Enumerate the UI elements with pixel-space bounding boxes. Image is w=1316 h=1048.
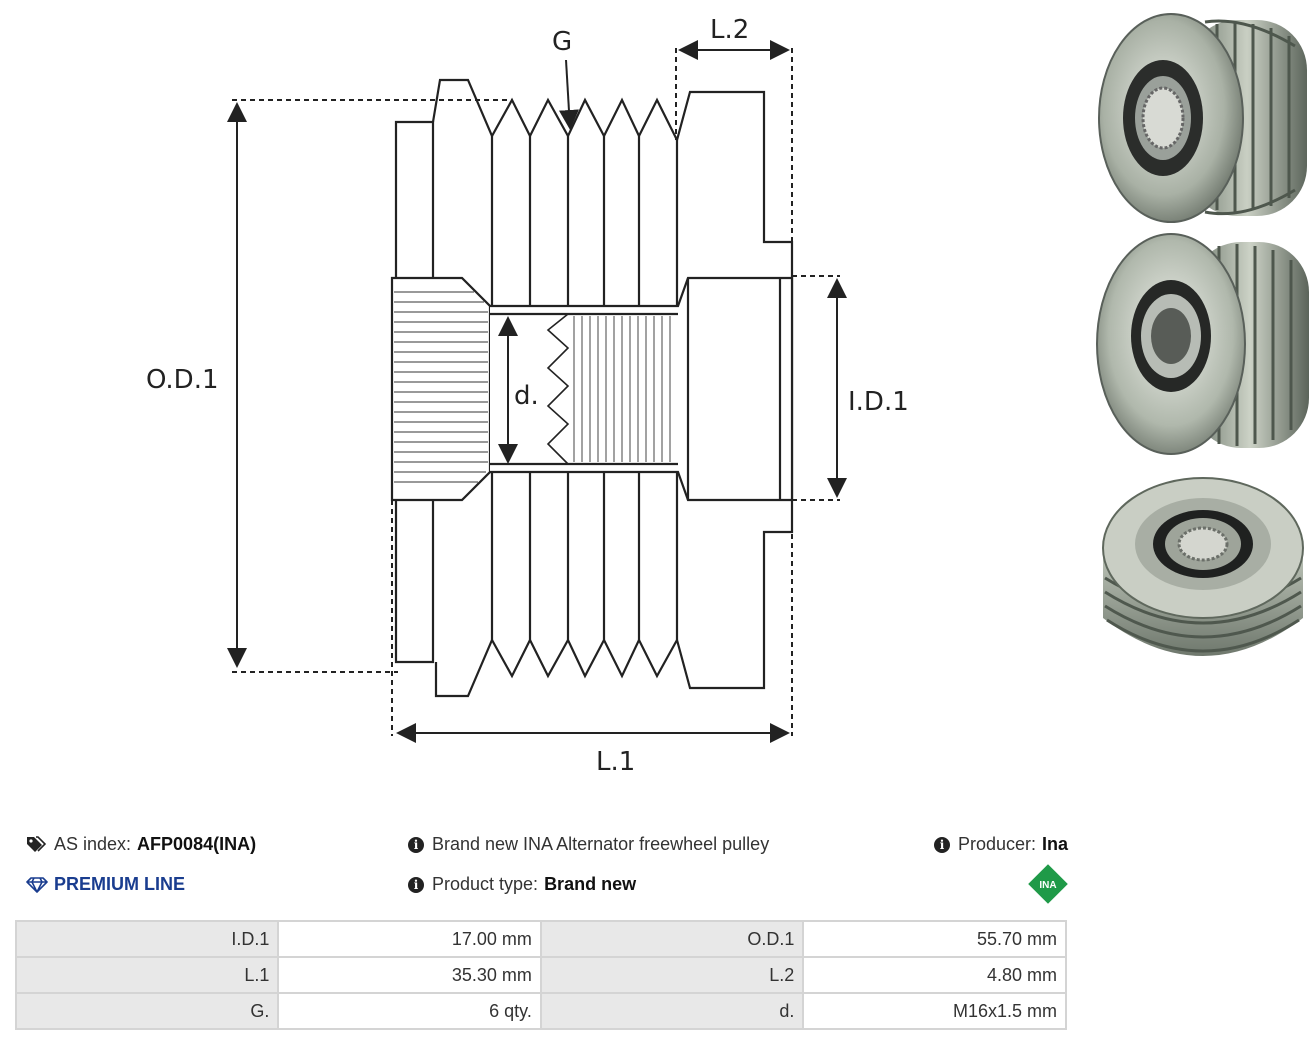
product-type-row: i Product type: Brand new xyxy=(408,874,636,895)
producer-label: Producer: xyxy=(958,834,1037,854)
spec-key: L.2 xyxy=(539,956,805,994)
extension-lines xyxy=(232,48,840,736)
label-d: d. xyxy=(514,381,539,411)
label-od1: O.D.1 xyxy=(146,365,219,395)
info-icon: i xyxy=(408,836,424,853)
spec-value: 17.00 mm xyxy=(277,920,542,958)
spec-value: 35.30 mm xyxy=(277,956,542,994)
info-icon: i xyxy=(408,876,424,893)
pulley-photo-back xyxy=(1096,233,1309,455)
pulley-diagram: G L.2 O.D.1 d. I.D.1 L.1 xyxy=(146,15,909,777)
thread-hatching xyxy=(573,316,671,462)
premium-line-label: PREMIUM LINE xyxy=(54,874,186,894)
spec-key: L.1 xyxy=(14,956,280,994)
product-type-label: Product type: xyxy=(432,874,539,894)
spline-hatching xyxy=(394,291,488,483)
bore xyxy=(490,276,794,502)
label-l2: L.2 xyxy=(710,15,749,45)
description-row: i Brand new INA Alternator freewheel pul… xyxy=(408,834,775,855)
table-row: I.D.1 17.00 mm O.D.1 55.70 mm xyxy=(14,920,1067,958)
ina-logo-text: INA xyxy=(1039,880,1056,891)
table-row: L.1 35.30 mm L.2 4.80 mm xyxy=(14,956,1067,994)
pulley-photo-angled xyxy=(1102,477,1304,656)
spec-value: 6 qty. xyxy=(277,992,542,1030)
producer-row: i Producer: Ina xyxy=(934,834,1068,855)
description-text: Brand new INA Alternator freewheel pulle… xyxy=(432,834,770,854)
as-index-value: AFP0084(INA) xyxy=(137,834,257,854)
spec-key: d. xyxy=(539,992,805,1030)
info-icon: i xyxy=(934,836,950,853)
spec-value: 4.80 mm xyxy=(802,956,1067,994)
spec-key: G. xyxy=(14,992,280,1030)
spec-value: M16x1.5 mm xyxy=(802,992,1067,1030)
table-row: G. 6 qty. d. M16x1.5 mm xyxy=(14,992,1067,1030)
dimension-arrows xyxy=(227,40,847,743)
diamond-icon xyxy=(26,876,48,893)
product-info: AS index: AFP0084(INA) i Brand new INA A… xyxy=(26,826,1071,906)
label-id1: I.D.1 xyxy=(848,387,909,417)
ina-logo: INA xyxy=(1028,864,1068,904)
spline-hub xyxy=(390,276,492,502)
spec-value: 55.70 mm xyxy=(802,920,1067,958)
as-index-row: AS index: AFP0084(INA) xyxy=(26,834,256,855)
spec-key: O.D.1 xyxy=(539,920,805,958)
spec-key: I.D.1 xyxy=(14,920,280,958)
product-type-value: Brand new xyxy=(544,874,637,894)
producer-value: Ina xyxy=(1042,834,1069,854)
product-photos xyxy=(1085,0,1316,720)
as-index-label: AS index: xyxy=(54,834,132,854)
label-g: G xyxy=(552,27,572,57)
specs-table: I.D.1 17.00 mm O.D.1 55.70 mm L.1 35.30 … xyxy=(14,920,1067,1030)
premium-row: PREMIUM LINE xyxy=(26,874,185,895)
tags-icon xyxy=(26,835,46,854)
pulley-photo-front xyxy=(1098,13,1307,223)
label-l1: L.1 xyxy=(596,747,635,777)
